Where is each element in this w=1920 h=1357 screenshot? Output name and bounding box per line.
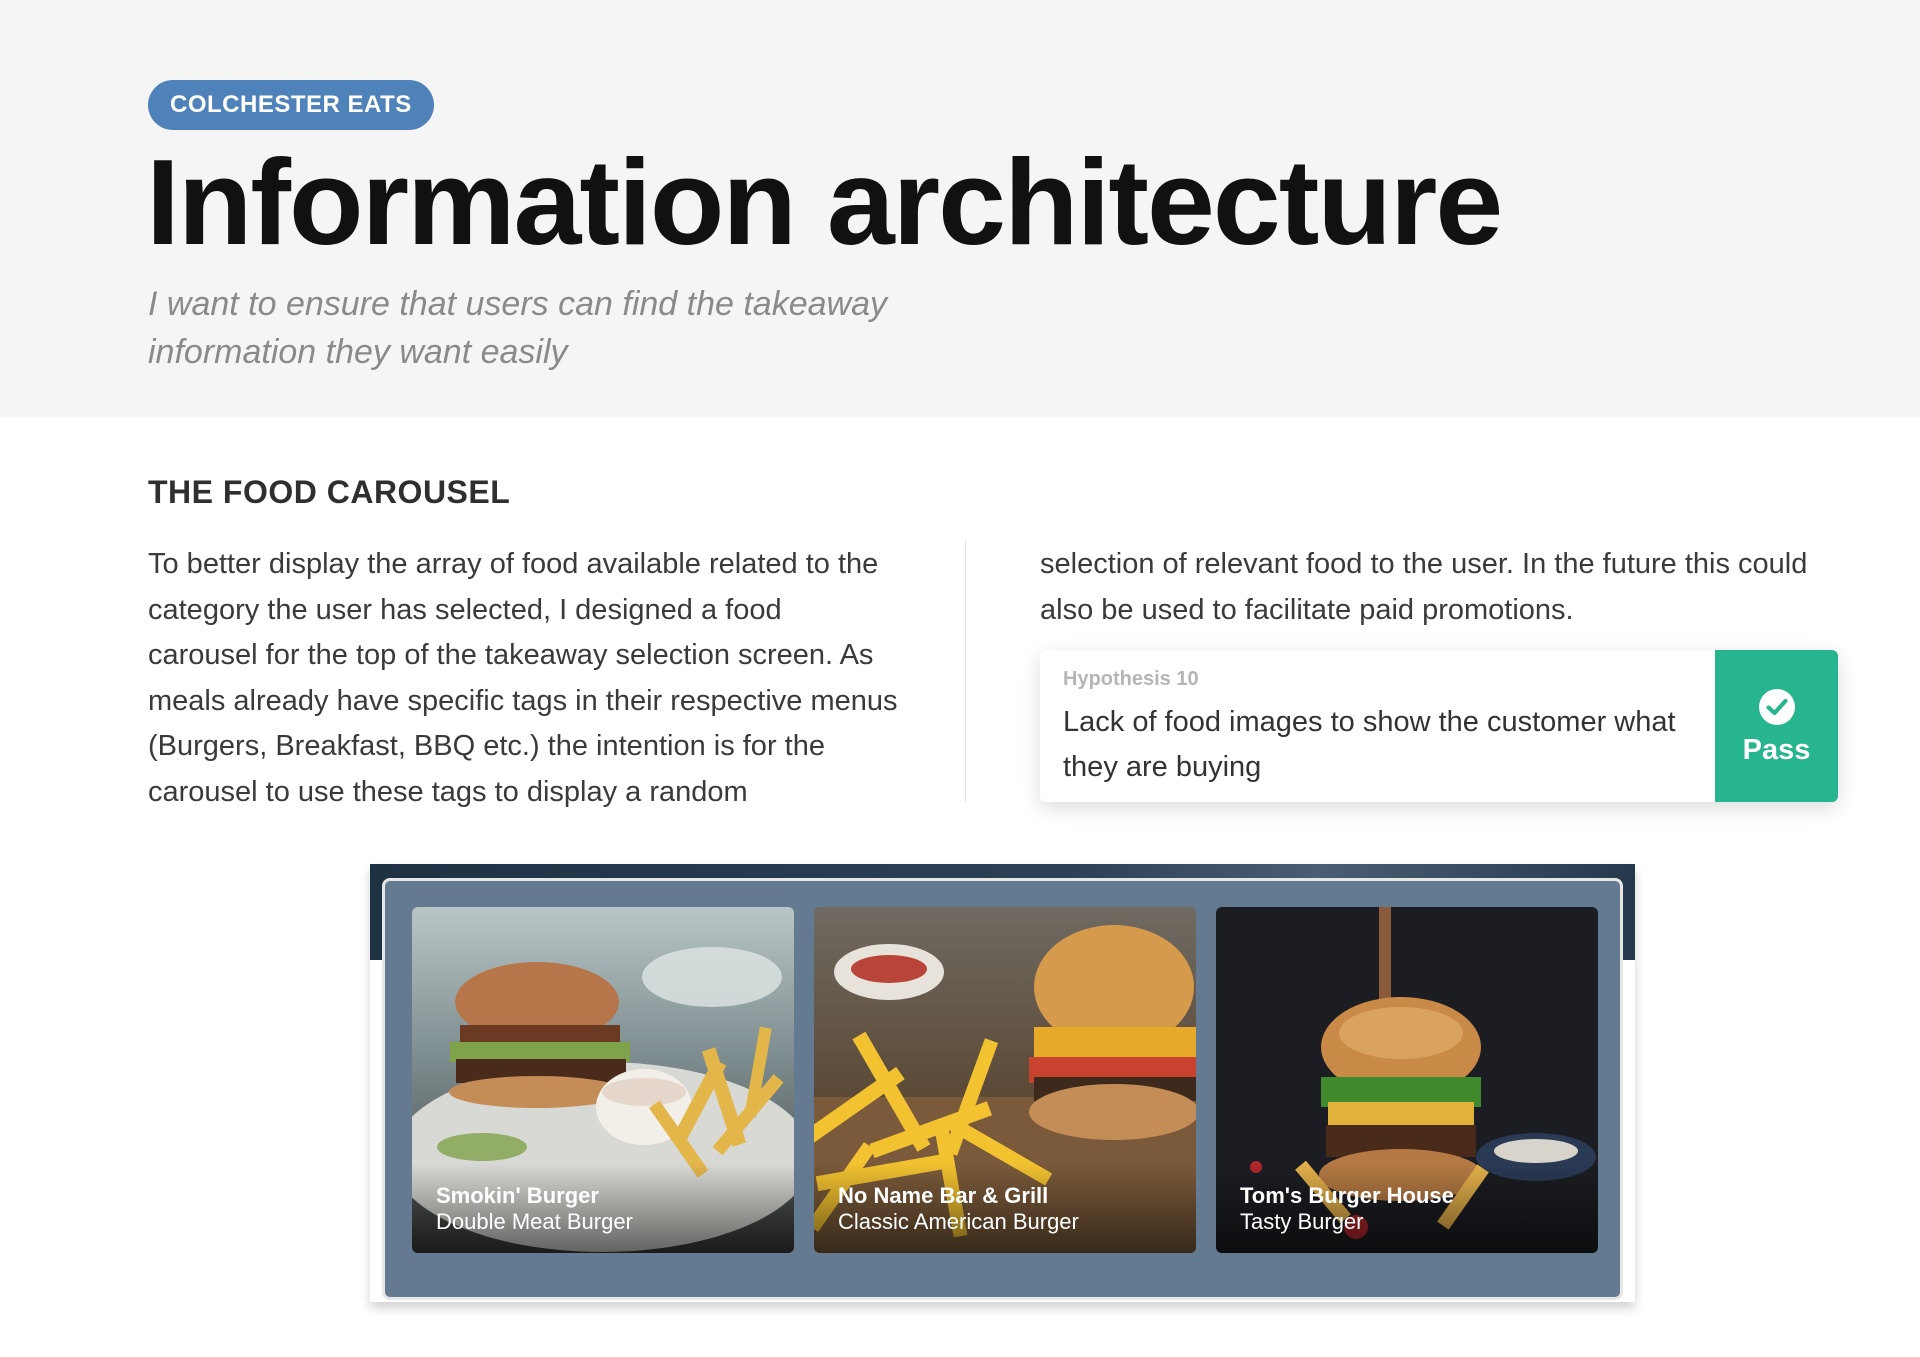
- column-divider: [965, 540, 966, 802]
- hypothesis-card: Hypothesis 10 Lack of food images to sho…: [1040, 650, 1838, 802]
- carousel-mockup: Smokin' Burger Double Meat Burger: [370, 864, 1635, 1302]
- card-dish-name: Classic American Burger: [838, 1209, 1079, 1234]
- card-restaurant-name: Smokin' Burger: [436, 1183, 599, 1208]
- burger-and-fries-photo: [412, 907, 794, 1253]
- page-subtitle: I want to ensure that users can find the…: [148, 285, 887, 371]
- carousel-card[interactable]: No Name Bar & Grill Classic American Bur…: [814, 907, 1196, 1253]
- card-overlay: [1216, 1163, 1598, 1253]
- body-text-left: To better display the array of food avai…: [148, 548, 898, 808]
- card-restaurant-name: No Name Bar & Grill: [838, 1183, 1049, 1208]
- card-restaurant-name: Tom's Burger House: [1240, 1183, 1454, 1208]
- carousel-card[interactable]: Tom's Burger House Tasty Burger: [1216, 907, 1598, 1253]
- hypothesis-text: Lack of food images to show the customer…: [1063, 706, 1676, 783]
- hero-section: COLCHESTER EATS Information architecture…: [0, 0, 1920, 417]
- food-carousel: Smokin' Burger Double Meat Burger: [382, 878, 1623, 1300]
- project-badge: COLCHESTER EATS: [148, 80, 434, 130]
- card-dish-name: Double Meat Burger: [436, 1209, 633, 1234]
- check-circle-icon: [1759, 689, 1795, 725]
- card-overlay: [814, 1163, 1196, 1253]
- hypothesis-status: Pass: [1715, 650, 1838, 802]
- card-overlay: [412, 1163, 794, 1253]
- carousel-card[interactable]: Smokin' Burger Double Meat Burger: [412, 907, 794, 1253]
- card-dish-name: Tasty Burger: [1240, 1209, 1364, 1234]
- status-label: Pass: [1742, 734, 1811, 766]
- page-title: Information architecture: [146, 134, 1503, 270]
- hypothesis-label: Hypothesis 10: [1063, 668, 1199, 690]
- body-text-right: selection of relevant food to the user. …: [1040, 548, 1808, 626]
- section-title: THE FOOD CAROUSEL: [148, 474, 511, 510]
